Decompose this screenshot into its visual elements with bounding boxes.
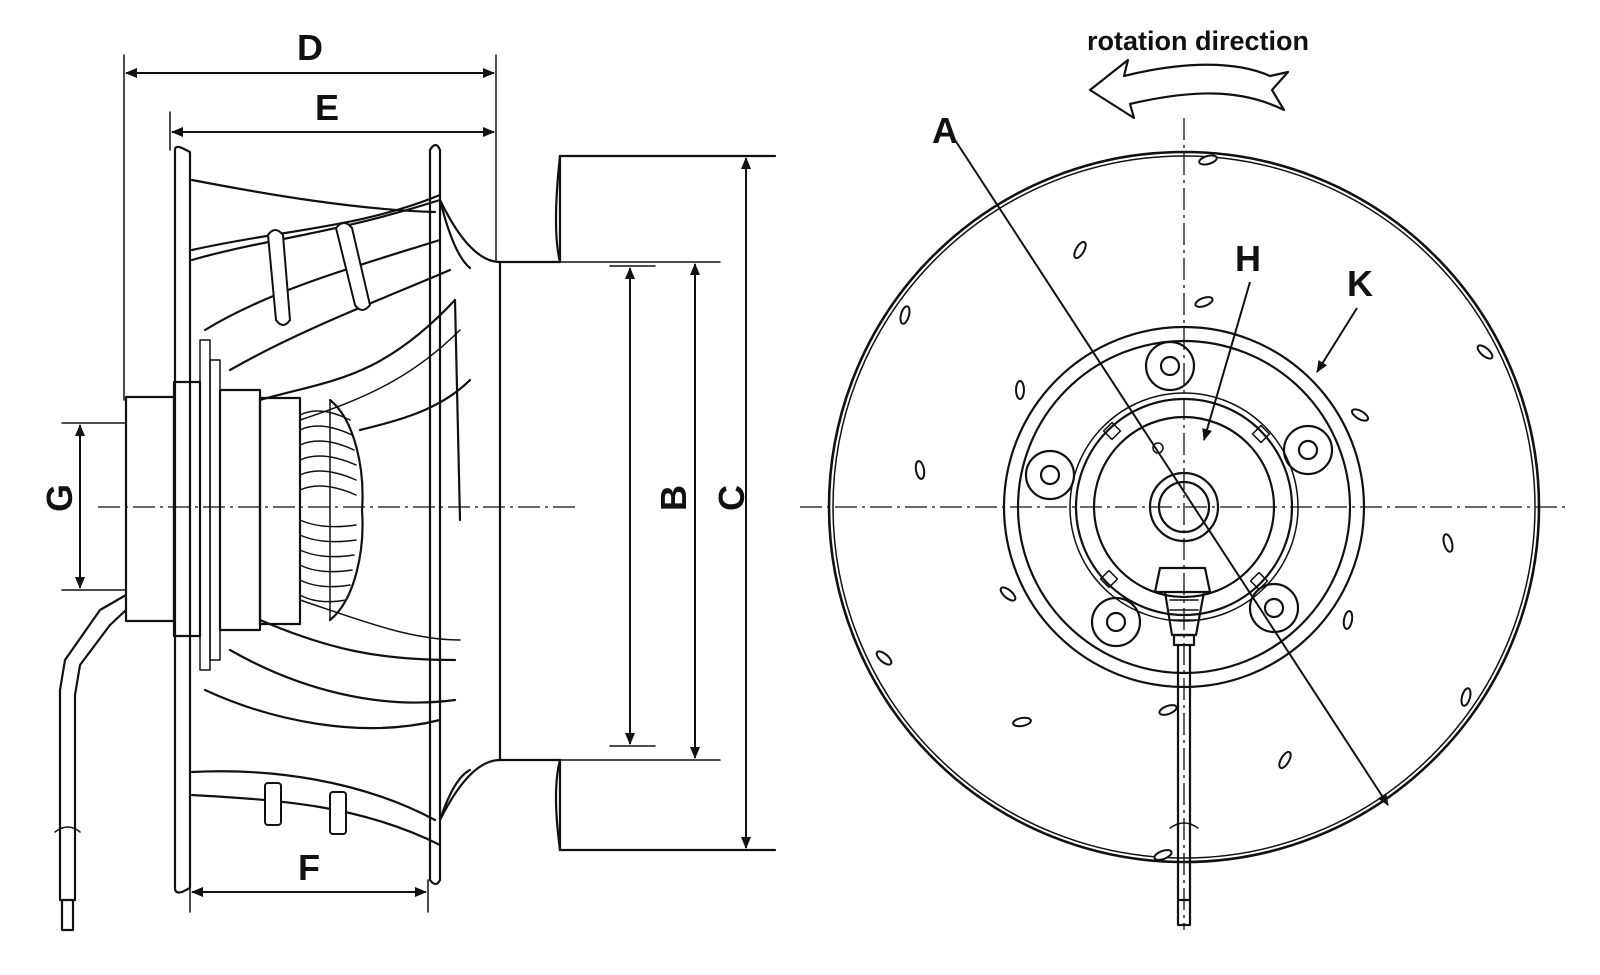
dimension-e: E (169, 87, 495, 151)
balance-slots (875, 154, 1494, 861)
label-f: F (298, 847, 320, 888)
label-d: D (297, 27, 323, 68)
label-c: C (711, 485, 752, 511)
dimension-b: B (609, 265, 694, 747)
inlet-nozzle (498, 154, 777, 852)
rotation-arrow-icon (1088, 58, 1290, 120)
lower-rivets (264, 782, 347, 835)
back-plate (173, 145, 192, 894)
dimension-d: D (123, 27, 497, 401)
hub-screws (1099, 421, 1271, 591)
mounting-bosses (1024, 340, 1334, 648)
cable-front (1153, 566, 1212, 927)
label-a: A (932, 110, 958, 151)
upper-rivets (266, 222, 372, 326)
upper-blades (190, 178, 472, 522)
dimension-f: F (189, 847, 429, 913)
lower-blades (190, 599, 472, 847)
rotation-arrow: rotation direction (1087, 26, 1309, 120)
label-b: B (653, 485, 694, 511)
hub (1002, 325, 1366, 689)
label-e: E (315, 87, 339, 128)
side-view: D E F G B (39, 27, 777, 932)
rotation-direction-label: rotation direction (1087, 26, 1309, 56)
shroud (428, 143, 562, 886)
dimension-g: G (39, 422, 127, 591)
dimension-h: H (1202, 238, 1261, 441)
dimension-k: K (1316, 263, 1373, 373)
label-g: G (39, 484, 80, 512)
cable-side (54, 593, 128, 932)
dimension-a: A (932, 110, 1389, 806)
motor (124, 339, 364, 671)
dimension-c: C (711, 157, 752, 849)
label-h: H (1235, 238, 1261, 279)
front-view: rotation direction A H K (800, 26, 1565, 930)
label-k: K (1347, 263, 1373, 304)
